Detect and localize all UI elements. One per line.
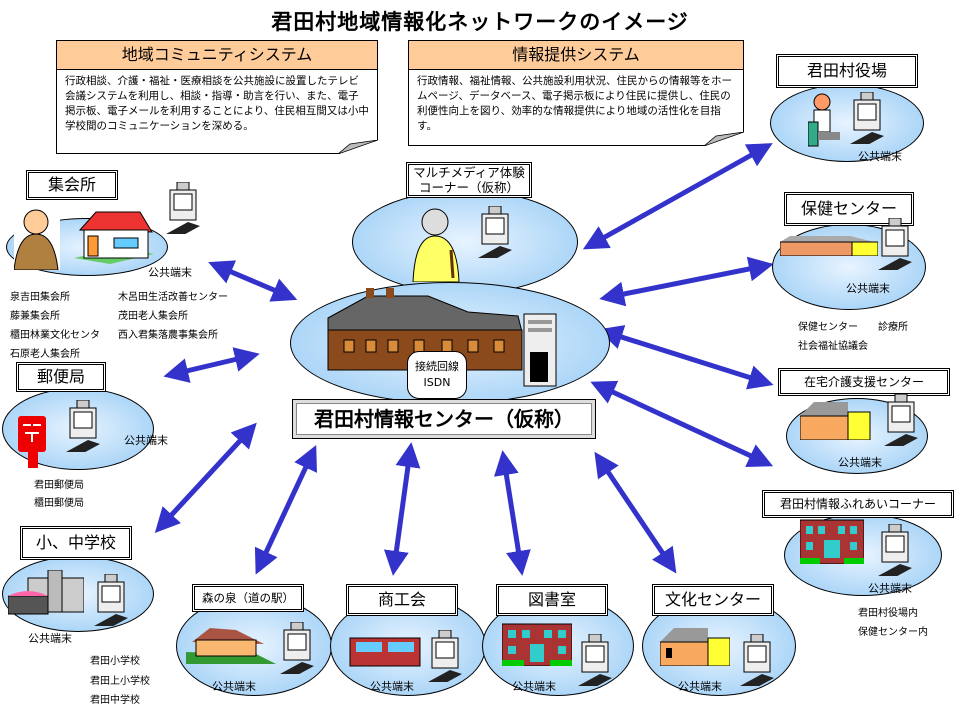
shukaisho-label: 集会所 [26, 170, 118, 200]
arrow-culture [594, 451, 677, 574]
arrow-care [597, 325, 774, 390]
computer-terminal-icon [740, 634, 774, 686]
site-name: 石原老人集会所 [10, 349, 80, 360]
information-system-description: 行政情報、福祉情報、公共施設利用状況、住民からの情報等をホームページ、データベー… [417, 75, 732, 132]
site-name: 泉吉田集会所 [10, 292, 70, 303]
community-system-box: 地域コミュニティシステム 行政相談、介護・福祉・医療相談を公共施設に設置したテレ… [56, 40, 378, 154]
arrow-health [599, 256, 774, 307]
site-name: 君田上小学校 [90, 676, 150, 687]
multimedia-corner-line1: マルチメディア体験 [413, 165, 525, 180]
site-name: 君田村役場内 [858, 608, 918, 619]
information-system-box: 情報提供システム 行政情報、福祉情報、公共施設利用状況、住民からの情報等をホーム… [408, 40, 744, 146]
arrow-morinoizumi [254, 444, 317, 575]
site-name: 社会福祉協議会 [798, 341, 868, 352]
public-terminal-label: 公共端末 [678, 680, 722, 693]
site-name: 櫃田郵便局 [34, 498, 84, 509]
computer-terminal-icon [428, 630, 462, 682]
public-terminal-label: 公共端末 [838, 456, 882, 469]
arrow-post [163, 347, 260, 383]
public-terminal-label: 公共端末 [28, 632, 72, 645]
public-terminal-label: 公共端末 [846, 282, 890, 295]
site-name: 診療所 [878, 322, 908, 333]
diagram-title: 君田村地域情報化ネットワークのイメージ [271, 10, 689, 34]
computer-terminal-icon [478, 206, 512, 258]
arrow-shukaisho [208, 260, 298, 302]
computer-terminal-icon [878, 218, 912, 270]
care-center-building-icon [800, 402, 871, 440]
arrow-school [154, 422, 257, 534]
commerce-building-icon [349, 637, 421, 667]
community-system-heading: 地域コミュニティシステム [57, 41, 377, 70]
public-terminal-label: 公共端末 [370, 680, 414, 693]
public-terminal-label: 公共端末 [512, 680, 556, 693]
arrow-library [494, 450, 531, 576]
computer-terminal-icon [850, 92, 884, 144]
health-center-label: 保健センター [784, 192, 914, 226]
information-system-heading: 情報提供システム [409, 41, 743, 70]
page-fold-icon [338, 140, 378, 154]
culture-center-label: 文化センター [652, 584, 774, 616]
roadside-station-icon [186, 628, 276, 664]
post-office-label: 郵便局 [16, 362, 106, 392]
house-icon [74, 211, 154, 264]
culture-center-building-icon [660, 628, 730, 666]
multimedia-corner-line2: コーナー（仮称） [418, 180, 519, 195]
arrow-village-office [582, 143, 773, 250]
village-office-label: 君田村役場 [776, 54, 918, 88]
site-name: 櫃田林業文化センタ [10, 330, 100, 341]
public-terminal-label: 公共端末 [124, 434, 168, 447]
computer-terminal-icon [66, 400, 100, 452]
fureai-corner-label: 君田村情報ふれあいコーナー [762, 490, 954, 518]
public-terminal-label: 公共端末 [212, 680, 256, 693]
site-name: 保健センター [798, 322, 858, 333]
computer-terminal-icon [166, 182, 200, 234]
site-name: 保健センター内 [858, 627, 928, 638]
site-name: 茂田老人集会所 [118, 311, 188, 322]
health-center-building-icon [780, 236, 878, 256]
library-label: 図書室 [496, 584, 608, 616]
elderly-person-icon [412, 208, 460, 282]
community-system-description: 行政相談、介護・福祉・医療相談を公共施設に設置したテレビ会議システムを利用し、相… [65, 75, 369, 132]
care-center-label: 在宅介護支援センター [778, 368, 950, 396]
isdn-line-badge: 接続回線 ISDN [407, 351, 467, 399]
morinoizumi-label: 森の泉（道の駅） [192, 584, 304, 612]
office-worker-icon [808, 93, 840, 147]
school-label: 小、中学校 [20, 526, 132, 560]
site-name: 君田中学校 [90, 695, 140, 706]
computer-terminal-icon [578, 634, 612, 686]
public-terminal-label: 公共端末 [858, 150, 902, 163]
multimedia-corner-ellipse [352, 190, 578, 294]
computer-terminal-icon [94, 574, 128, 626]
computer-terminal-icon [878, 524, 912, 576]
site-name: 藤兼集会所 [10, 311, 60, 322]
mailbox-icon [18, 416, 46, 468]
public-terminal-label: 公共端末 [868, 582, 912, 595]
connection-line-label: 接続回線 [415, 360, 459, 373]
fureai-building-icon [800, 519, 864, 564]
shokokai-label: 商工会 [346, 584, 458, 616]
site-name: 君田小学校 [90, 656, 140, 667]
library-building-icon [502, 623, 572, 666]
computer-terminal-icon [884, 394, 918, 446]
info-center-title: 君田村情報センター（仮称） [292, 399, 596, 439]
village-office-ellipse [770, 84, 924, 162]
multimedia-corner-label: マルチメディア体験 コーナー（仮称） [406, 162, 532, 198]
elderly-woman-icon [14, 206, 60, 270]
public-terminal-label: 公共端末 [148, 266, 192, 279]
site-name: 西入君集落農事集会所 [118, 330, 218, 341]
arrow-fureai [590, 380, 774, 468]
computer-terminal-icon [280, 622, 314, 674]
school-building-icon [8, 570, 84, 615]
page-fold-icon [704, 132, 744, 146]
server-icon [523, 313, 557, 387]
site-name: 木呂田生活改善センター [118, 292, 228, 303]
arrow-shokokai [383, 442, 421, 576]
site-name: 君田郵便局 [34, 480, 84, 491]
connection-line-type: ISDN [423, 376, 451, 389]
